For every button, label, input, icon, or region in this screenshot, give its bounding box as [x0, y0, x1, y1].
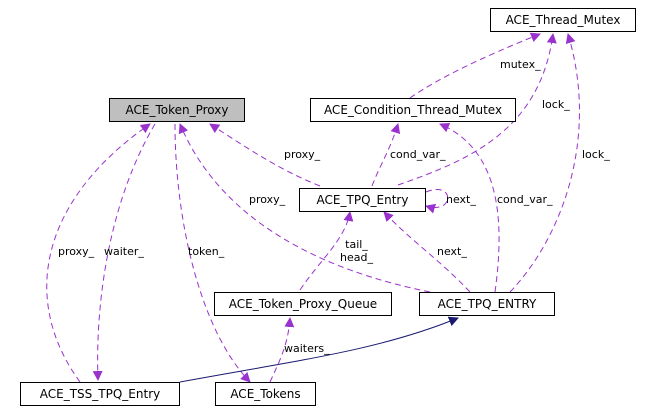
edge-label-proxy-1: proxy_ [284, 148, 321, 161]
edge-label-lock-2: lock_ [582, 148, 610, 161]
node-label: ACE_Thread_Mutex [505, 13, 621, 27]
edge-label-tail-head: tail_ head_ [340, 238, 373, 264]
node-ace-thread-mutex[interactable]: ACE_Thread_Mutex [490, 8, 636, 32]
node-ace-token-proxy-queue[interactable]: ACE_Token_Proxy_Queue [214, 292, 392, 316]
node-label: ACE_Token_Proxy [125, 103, 229, 117]
edge-proxy-3 [46, 123, 151, 383]
edge-label-next-2: next_ [437, 245, 467, 258]
edge-next-1 [425, 189, 449, 214]
node-label: ACE_Condition_Thread_Mutex [323, 103, 503, 117]
edge-label-mutex: mutex_ [500, 58, 541, 71]
edge-lock-1 [397, 33, 557, 186]
edge-label-cond-var-2: cond_var_ [497, 193, 553, 206]
edge-cond-var-2 [439, 123, 500, 293]
edge-label-next-1: next_ [446, 193, 476, 206]
edge-label-waiter: waiter_ [104, 245, 144, 258]
edge-mutex [409, 32, 541, 99]
edge-label-cond-var-1: cond_var_ [390, 148, 446, 161]
edge-label-proxy-2: proxy_ [249, 193, 286, 206]
edge-waiter [92, 123, 156, 381]
node-label: ACE_TPQ_ENTRY [437, 297, 537, 311]
edge-lock-2 [509, 33, 580, 293]
edge-label-proxy-3: proxy_ [58, 245, 95, 258]
edge-proxy-1 [209, 123, 321, 187]
node-ace-condition-thread-mutex[interactable]: ACE_Condition_Thread_Mutex [310, 98, 516, 122]
edge-next-2 [383, 211, 471, 293]
node-ace-token-proxy[interactable]: ACE_Token_Proxy [109, 98, 245, 122]
node-label: ACE_TPQ_Entry [316, 193, 409, 207]
edge-token [174, 123, 251, 383]
node-label: ACE_Tokens [230, 387, 301, 401]
edge-inheritance [179, 316, 459, 383]
node-ace-tss-tpq-entry[interactable]: ACE_TSS_TPQ_Entry [20, 382, 180, 406]
edge-label-waiters: waiters_ [284, 342, 330, 355]
node-ace-tpq-entry[interactable]: ACE_TPQ_Entry [299, 188, 426, 212]
node-ace-tpq-entry-upper[interactable]: ACE_TPQ_ENTRY [419, 292, 555, 316]
edge-proxy-2 [178, 123, 431, 293]
node-ace-tokens[interactable]: ACE_Tokens [215, 382, 316, 406]
node-label: ACE_Token_Proxy_Queue [228, 297, 378, 311]
edge-label-lock-1: lock_ [542, 98, 570, 111]
edge-label-token: token_ [188, 245, 225, 258]
edge-cond-var-1 [371, 123, 401, 187]
edge-waiters [269, 317, 295, 383]
node-label: ACE_TSS_TPQ_Entry [39, 387, 161, 401]
edge-tail-head [299, 211, 354, 291]
